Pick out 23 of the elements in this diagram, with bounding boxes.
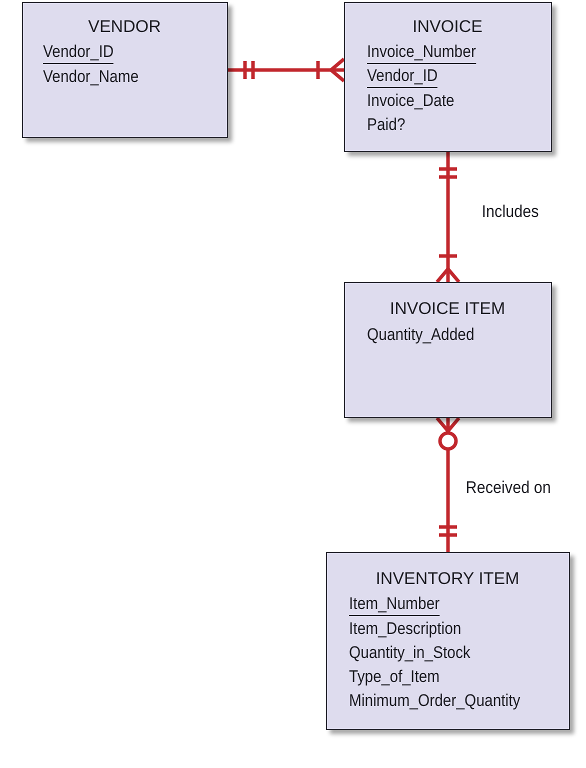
entity-box (344, 282, 552, 418)
attribute-text: Item_Number (349, 593, 440, 616)
attribute-text: Invoice_Date (367, 90, 454, 112)
entity-box (326, 552, 570, 730)
relationship-line (435, 152, 461, 284)
attribute-text: Item_Description (349, 618, 462, 640)
attribute-text: Paid? (367, 114, 406, 136)
entity-name: INVOICE ITEM (388, 298, 506, 320)
attribute-text: Type_of_Item (349, 666, 440, 688)
attribute-text: Quantity_Added (367, 324, 474, 346)
attribute-text: Vendor_Name (43, 66, 139, 88)
entity-box (22, 2, 228, 138)
relationship-line (435, 416, 461, 552)
entity-name: INVOICE (412, 16, 484, 38)
attribute-text: Quantity_in_Stock (349, 642, 470, 664)
attribute-text: Invoice_Number (367, 41, 476, 64)
attribute-text: Vendor_ID (43, 41, 114, 64)
relationship-line (228, 57, 346, 83)
entity-box (344, 2, 552, 152)
entity-name: VENDOR (87, 16, 162, 38)
entity-name: INVENTORY ITEM (374, 568, 520, 590)
attribute-text: Minimum_Order_Quantity (349, 690, 520, 712)
attribute-text: Vendor_ID (367, 65, 438, 88)
